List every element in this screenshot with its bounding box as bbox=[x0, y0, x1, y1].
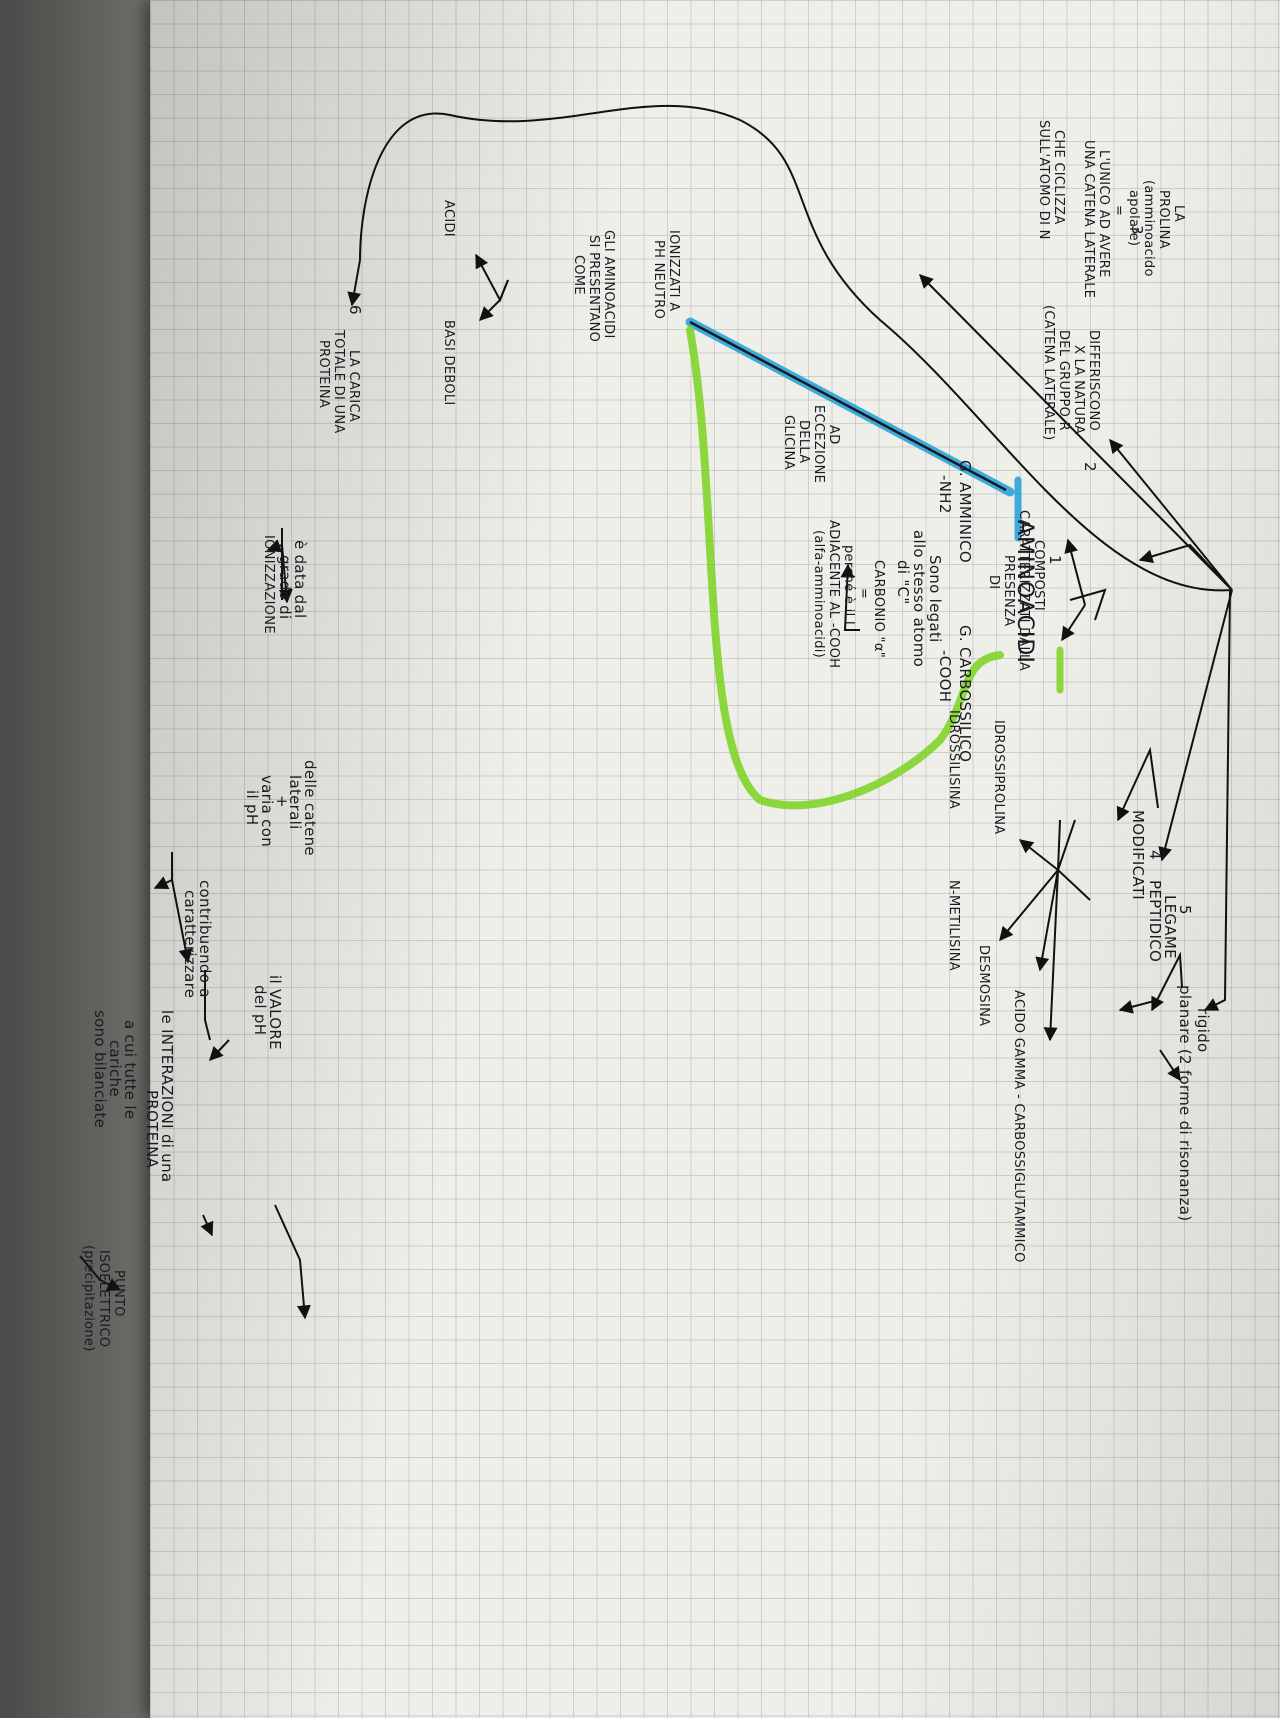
legame-1: LEGAME bbox=[1161, 895, 1179, 959]
gli-aa-2: SI PRESENTANO bbox=[586, 235, 601, 342]
catene-1: delle catene bbox=[301, 760, 319, 856]
data-1: è data dal bbox=[291, 540, 309, 618]
marker-6: 6 bbox=[346, 305, 364, 315]
valore-1: il VALORE bbox=[266, 975, 284, 1050]
acido-gamma-label: ACIDO GAMMA - CARBOSSIGLUTAMMICO bbox=[1011, 990, 1026, 1263]
data-3: IONIZZAZIONE bbox=[261, 535, 276, 634]
glicina-label: GLICINA bbox=[781, 415, 796, 470]
nh2-label: -NH2 bbox=[936, 475, 954, 514]
carica-1: LA CARICA bbox=[346, 350, 361, 422]
prolina-eq: = bbox=[1111, 205, 1126, 216]
modificati-label: MODIFICATI bbox=[1129, 810, 1147, 900]
interazioni-1: le INTERAZIONI di una bbox=[158, 1010, 176, 1182]
dark-line-over-blue bbox=[689, 320, 1007, 492]
punto-1: PUNTO bbox=[111, 1270, 126, 1317]
g-carbossilico-label: G. CARBOSSILICO bbox=[956, 625, 974, 762]
valore-2: del pH bbox=[251, 985, 269, 1035]
def-line-4: DI bbox=[986, 575, 1001, 589]
g-amminico-label: G. AMMINICO bbox=[956, 460, 974, 563]
highlight-marks bbox=[685, 317, 1064, 810]
diff-line-4: (CATENA LATERALE) bbox=[1041, 305, 1056, 441]
sono-legati-2: allo stesso atomo bbox=[910, 530, 928, 667]
contr-1: contribuendo a bbox=[196, 880, 214, 998]
marker-1: 1 bbox=[1046, 555, 1064, 565]
interazioni-2: PROTEINA bbox=[143, 1090, 161, 1169]
def-line-1: COMPOSTI bbox=[1031, 540, 1046, 611]
connectors bbox=[79, 104, 1233, 1320]
gli-aa-3: COME bbox=[571, 255, 586, 295]
idrossilisina-label: IDROSSILISINA bbox=[946, 710, 961, 809]
marker-5: 5 bbox=[1176, 905, 1194, 915]
prolina-2: PROLINA bbox=[1156, 190, 1171, 249]
rigido-label: rigido bbox=[1194, 1008, 1212, 1053]
carica-3: PROTEINA bbox=[316, 340, 331, 408]
previous-page-edge bbox=[0, 0, 150, 1718]
ad-eccezione-ad: AD bbox=[826, 425, 841, 445]
varia-1: varia con bbox=[258, 775, 276, 847]
unico-2: UNA CATENA LATERALE bbox=[1081, 140, 1096, 298]
sono-legati-3: di "C" bbox=[894, 560, 912, 605]
cui-3: sono bilanciate bbox=[91, 1010, 109, 1128]
diff-line-2: X LA NATURA bbox=[1071, 345, 1086, 434]
marker-2: 2 bbox=[1081, 462, 1099, 472]
catene-2: laterali bbox=[286, 775, 304, 830]
notes-rotated: AMINOACIDI 1 COMPOSTI CARATTERIZZATI DAL… bbox=[81, 120, 1212, 1352]
carbonio-alfa: CARBONIO "α" bbox=[871, 560, 886, 658]
carica-2: TOTALE DI UNA bbox=[331, 329, 346, 434]
marker-3: 3 bbox=[1128, 225, 1146, 235]
perche-1: perché è il I bbox=[841, 545, 856, 625]
sono-legati-1: Sono legati bbox=[926, 555, 944, 643]
title-aminoacidi: AMINOACIDI bbox=[1012, 520, 1037, 664]
cooh-label: -COOH bbox=[936, 650, 954, 702]
prolina-4: apolare) bbox=[1126, 190, 1141, 246]
cicl-1: CHE CICLIZZA bbox=[1051, 130, 1066, 225]
idrossiprolina-label: IDROSSIPROLINA bbox=[991, 720, 1006, 834]
basi-label: BASI DEBOLI bbox=[441, 320, 456, 406]
prolina-3: (amminoacido bbox=[1141, 180, 1156, 277]
n-metil-label: N-METILISINA bbox=[946, 880, 961, 971]
ad-eccezione-della: DELLA bbox=[796, 420, 811, 463]
grid-paper-page bbox=[150, 0, 1280, 1718]
acidi-label: ACIDI bbox=[441, 200, 456, 237]
gli-aa-1: GLI AMINOACIDI bbox=[601, 230, 616, 339]
data-2: grado di bbox=[276, 555, 294, 619]
marker-4: 4 bbox=[1146, 850, 1164, 860]
def-line-3: PRESENZA bbox=[1001, 555, 1016, 626]
punto-2: ISOELETTRICO bbox=[96, 1250, 111, 1347]
planare-label: planare (2 forme di risonanza) bbox=[1176, 985, 1194, 1221]
cicl-2: SULL'ATOMO DI N bbox=[1036, 120, 1051, 240]
perche-3: (alfa-amminoacidi) bbox=[811, 530, 826, 658]
ionizzati-2: PH NEUTRO bbox=[651, 240, 666, 319]
ionizzati-1: IONIZZATI A bbox=[666, 230, 681, 311]
contr-2: caratterizzare bbox=[181, 890, 199, 998]
diff-line-3: DEL GRUPPO R bbox=[1056, 330, 1071, 431]
plus-sign: + bbox=[273, 795, 291, 808]
cui-2: cariche bbox=[106, 1040, 124, 1097]
varia-2: il pH bbox=[243, 790, 261, 825]
prolina-1: LA bbox=[1171, 205, 1186, 222]
ad-eccezione-eccezione: ECCEZIONE bbox=[811, 405, 826, 483]
perche-2: ADIACENTE AL -COOH bbox=[826, 520, 841, 668]
unico-1: L'UNICO AD AVERE bbox=[1096, 150, 1111, 278]
diff-line-1: DIFFERISCONO bbox=[1086, 330, 1101, 431]
def-line-2: CARATTERIZZATI DALLA bbox=[1016, 510, 1031, 671]
equals-sign: = bbox=[856, 588, 871, 599]
legame-2: PEPTIDICO bbox=[1146, 880, 1164, 962]
cui-1: a cui tutte le bbox=[121, 1020, 139, 1119]
punto-3: (precipitazione) bbox=[81, 1245, 96, 1352]
green-highlight-loop bbox=[686, 326, 1004, 810]
desmosina-label: DESMOSINA bbox=[976, 945, 991, 1026]
